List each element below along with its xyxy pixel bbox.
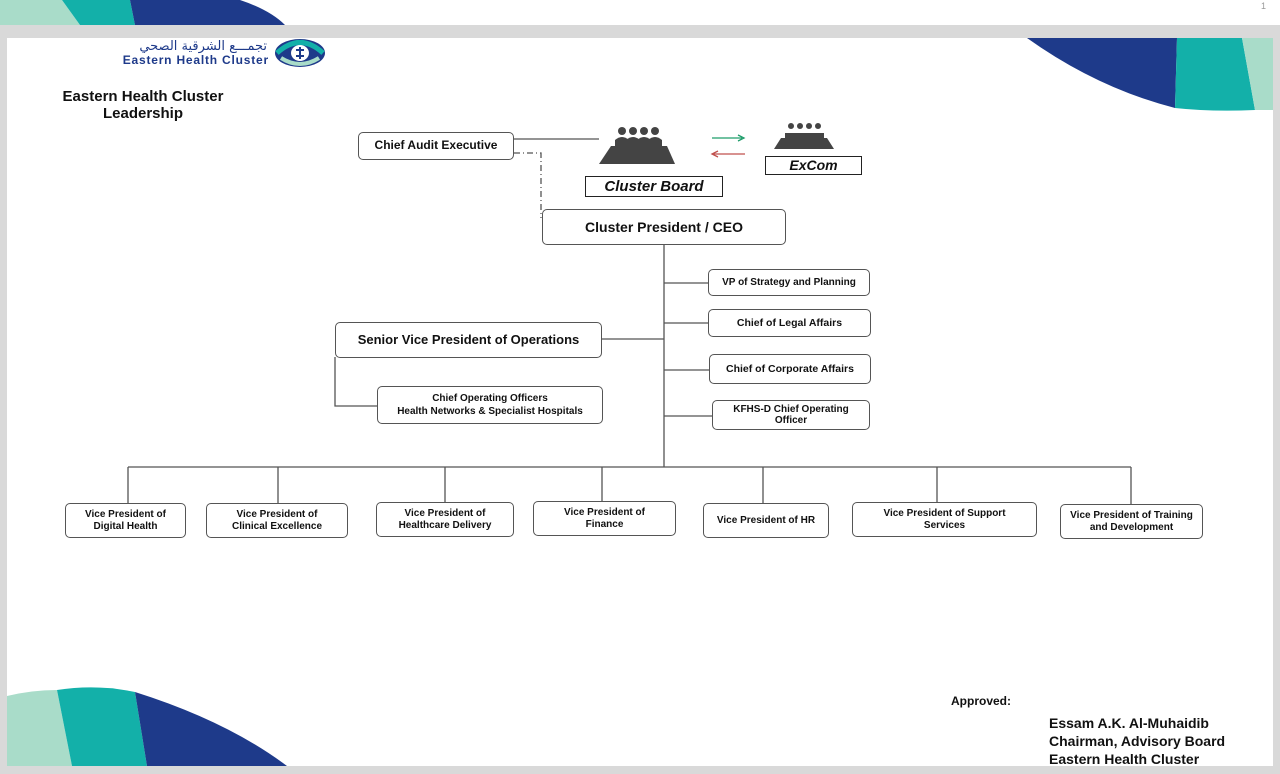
board-group-icon <box>599 127 675 164</box>
vp-strategy-box: VP of Strategy and Planning <box>708 269 870 296</box>
bottom-left-decoration <box>7 687 287 766</box>
vp-finance-box: Vice President of Finance <box>533 501 676 536</box>
page-title-line2: Leadership <box>102 105 184 122</box>
approver-title: Chairman, Advisory Board <box>1049 733 1226 749</box>
logo-arabic: تجمـــع الشرقية الصحي <box>139 39 267 54</box>
connector-lines <box>127 134 1132 504</box>
excom-label: ExCom <box>765 156 862 175</box>
kfhs-coo-box: KFHS-D Chief Operating Officer <box>712 400 870 430</box>
chief-operating-officers-box: Chief Operating Officers Health Networks… <box>377 386 603 424</box>
svp-operations-box: Senior Vice President of Operations <box>335 322 602 358</box>
audit-ceo-dotted-line <box>514 152 542 218</box>
previous-page-strip: 1 <box>0 0 1280 25</box>
vp-support-services-box: Vice President of Support Services <box>852 502 1037 537</box>
chief-legal-box: Chief of Legal Affairs <box>708 309 871 337</box>
coo-line1: Chief Operating Officers <box>432 392 548 404</box>
vp-digital-health-box: Vice President of Digital Health <box>65 503 186 538</box>
vp-healthcare-delivery-box: Vice President of Healthcare Delivery <box>376 502 514 537</box>
logo-emblem-icon <box>275 39 325 67</box>
coo-line2: Health Networks & Specialist Hospitals <box>397 406 583 417</box>
approver-org: Eastern Health Cluster <box>1049 751 1200 766</box>
page-number: 1 <box>1260 1 1266 11</box>
org-chart-slide: تجمـــع الشرقية الصحي Eastern Health Clu… <box>7 38 1273 766</box>
chief-corporate-box: Chief of Corporate Affairs <box>709 354 871 384</box>
vp-clinical-excellence-box: Vice President of Clinical Excellence <box>206 503 348 538</box>
ceo-box: Cluster President / CEO <box>542 209 786 245</box>
logo-english: Eastern Health Cluster <box>122 53 269 67</box>
chief-audit-executive-box: Chief Audit Executive <box>358 132 514 160</box>
svp-coo-line <box>334 357 377 407</box>
page-title: Eastern Health Cluster Leadership <box>53 88 233 122</box>
cluster-board-label: Cluster Board <box>585 176 723 197</box>
vp-hr-box: Vice President of HR <box>703 503 829 538</box>
excom-group-icon <box>774 123 834 149</box>
prev-page-decor <box>0 0 285 25</box>
vp-training-development-box: Vice President of Training and Developme… <box>1060 504 1203 539</box>
approved-label: Approved: <box>951 694 1011 708</box>
page-title-line1: Eastern Health Cluster <box>62 88 224 105</box>
approver-block: Essam A.K. Al-Muhaidib Chairman, Advisor… <box>1049 714 1225 766</box>
approver-name: Essam A.K. Al-Muhaidib <box>1049 715 1209 731</box>
top-right-decoration <box>1027 38 1273 111</box>
logo: تجمـــع الشرقية الصحي Eastern Health Clu… <box>77 38 277 68</box>
